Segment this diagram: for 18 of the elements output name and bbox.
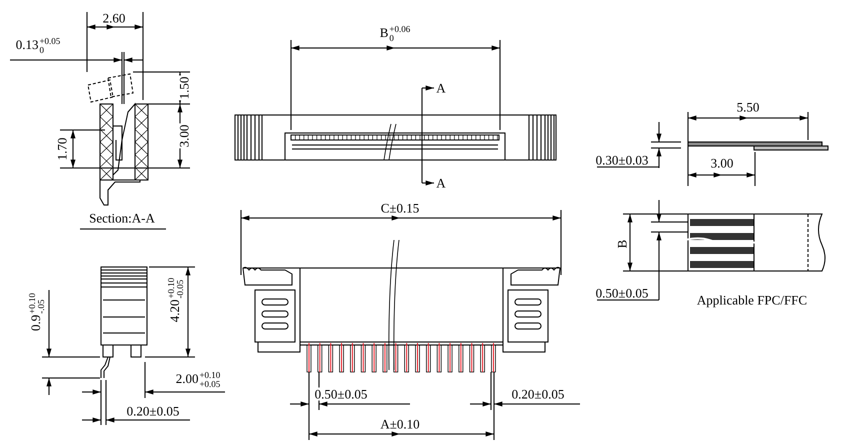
dimension-label: C±0.15	[380, 202, 420, 214]
dimension-label: 3.00	[178, 124, 190, 148]
dimension-label: 0.20±0.05	[510, 388, 566, 400]
dimension-label: B	[616, 238, 628, 250]
dimension-label: 3.00	[710, 156, 734, 170]
dimension-label: 0.20±0.05	[126, 404, 180, 418]
section-marker: A	[435, 82, 447, 94]
section-marker: A	[435, 176, 447, 190]
view-caption: Section:A-A	[88, 212, 156, 224]
dimension-label: 0.50±0.05	[314, 388, 368, 400]
dimension-label: 1.50	[178, 76, 190, 100]
dimension-label: 1.70	[56, 136, 68, 162]
dimension-label: 5.50	[736, 100, 760, 114]
dimension-label: 0.50±0.05	[594, 286, 650, 300]
dimension-label: 2.60	[102, 12, 126, 24]
dimension-label: A±0.10	[379, 418, 421, 430]
dimension-label: 0.30±0.03	[594, 154, 650, 166]
view-caption: Applicable FPC/FFC	[696, 294, 808, 306]
